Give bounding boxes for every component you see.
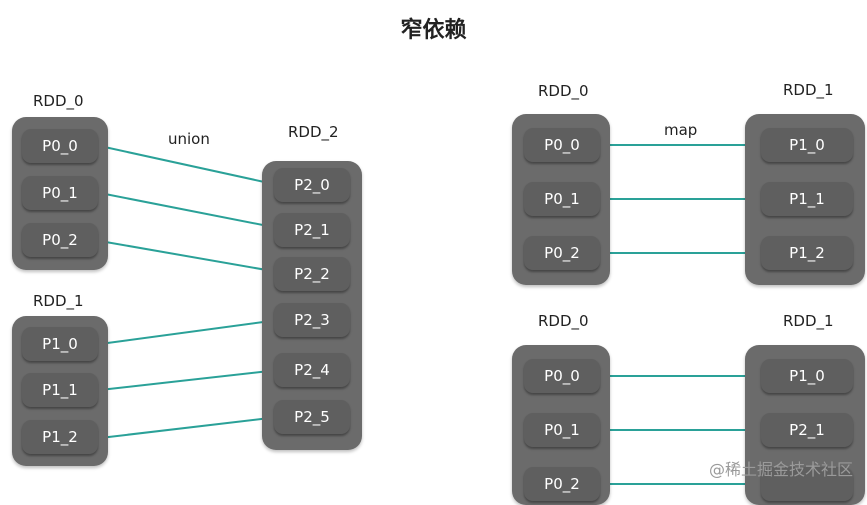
rdd2-label: RDD_2 [288, 123, 339, 141]
rt-dst-label: RDD_1 [783, 81, 834, 99]
partition-p2_5: P2_5 [274, 400, 350, 434]
partition-rt-p0_2: P0_2 [524, 236, 600, 270]
rt-src-label: RDD_0 [538, 82, 589, 100]
rdd0-box: P0_0 P0_1 P0_2 [12, 117, 108, 270]
partition-p2_0: P2_0 [274, 168, 350, 202]
edge-p1_2-p2_5 [99, 416, 279, 439]
watermark: @稀土掘金技术社区 [708, 460, 853, 479]
edge-p0_2-p2_2 [99, 240, 279, 273]
edge-p1_0-p2_3 [99, 319, 279, 345]
diagram-title: 窄依赖 [400, 18, 467, 43]
rt-dst-box: P1_0 P1_1 P1_2 [745, 114, 865, 285]
rb-src-box: P0_0 P0_1 P0_2 [512, 345, 610, 505]
rdd1-label: RDD_1 [33, 292, 84, 310]
partition-rt-p1_0: P1_0 [761, 128, 853, 162]
partition-p0_0: P0_0 [22, 129, 98, 163]
partition-p0_1: P0_1 [22, 176, 98, 210]
connection-lines [99, 144, 762, 485]
partition-rt-p0_1: P0_1 [524, 182, 600, 216]
partition-rt-p0_0: P0_0 [524, 128, 600, 162]
edge-p1_1-p2_4 [99, 369, 279, 391]
partition-p1_1: P1_1 [22, 373, 98, 407]
partition-p1_2: P1_2 [22, 420, 98, 454]
partition-p2_4: P2_4 [274, 353, 350, 387]
rdd0-label: RDD_0 [33, 92, 84, 110]
rb-dst-box: P1_0 P2_1 [745, 345, 865, 505]
partition-rb-p0_1: P0_1 [524, 413, 600, 447]
partition-rb-p0_2: P0_2 [524, 467, 600, 501]
partition-rb-p0_0: P0_0 [524, 359, 600, 393]
edge-p0_0-p2_0 [99, 145, 279, 186]
union-label: union [168, 130, 210, 148]
partition-rt-p1_2: P1_2 [761, 236, 853, 270]
partition-p2_2: P2_2 [274, 257, 350, 291]
partition-p0_2: P0_2 [22, 223, 98, 257]
rb-dst-label: RDD_1 [783, 312, 834, 330]
rt-src-box: P0_0 P0_1 P0_2 [512, 114, 610, 285]
partition-rb-p1_0: P1_0 [761, 359, 853, 393]
map-label: map [664, 121, 698, 139]
partition-rt-p1_1: P1_1 [761, 182, 853, 216]
partition-p1_0: P1_0 [22, 327, 98, 361]
partition-rb-p2_1: P2_1 [761, 413, 853, 447]
rdd2-box: P2_0 P2_1 P2_2 P2_3 P2_4 P2_5 [262, 161, 362, 450]
rdd1-box: P1_0 P1_1 P1_2 [12, 316, 108, 466]
rb-src-label: RDD_0 [538, 312, 589, 330]
partition-p2_3: P2_3 [274, 303, 350, 337]
edge-p0_1-p2_1 [99, 192, 279, 229]
partition-p2_1: P2_1 [274, 213, 350, 247]
